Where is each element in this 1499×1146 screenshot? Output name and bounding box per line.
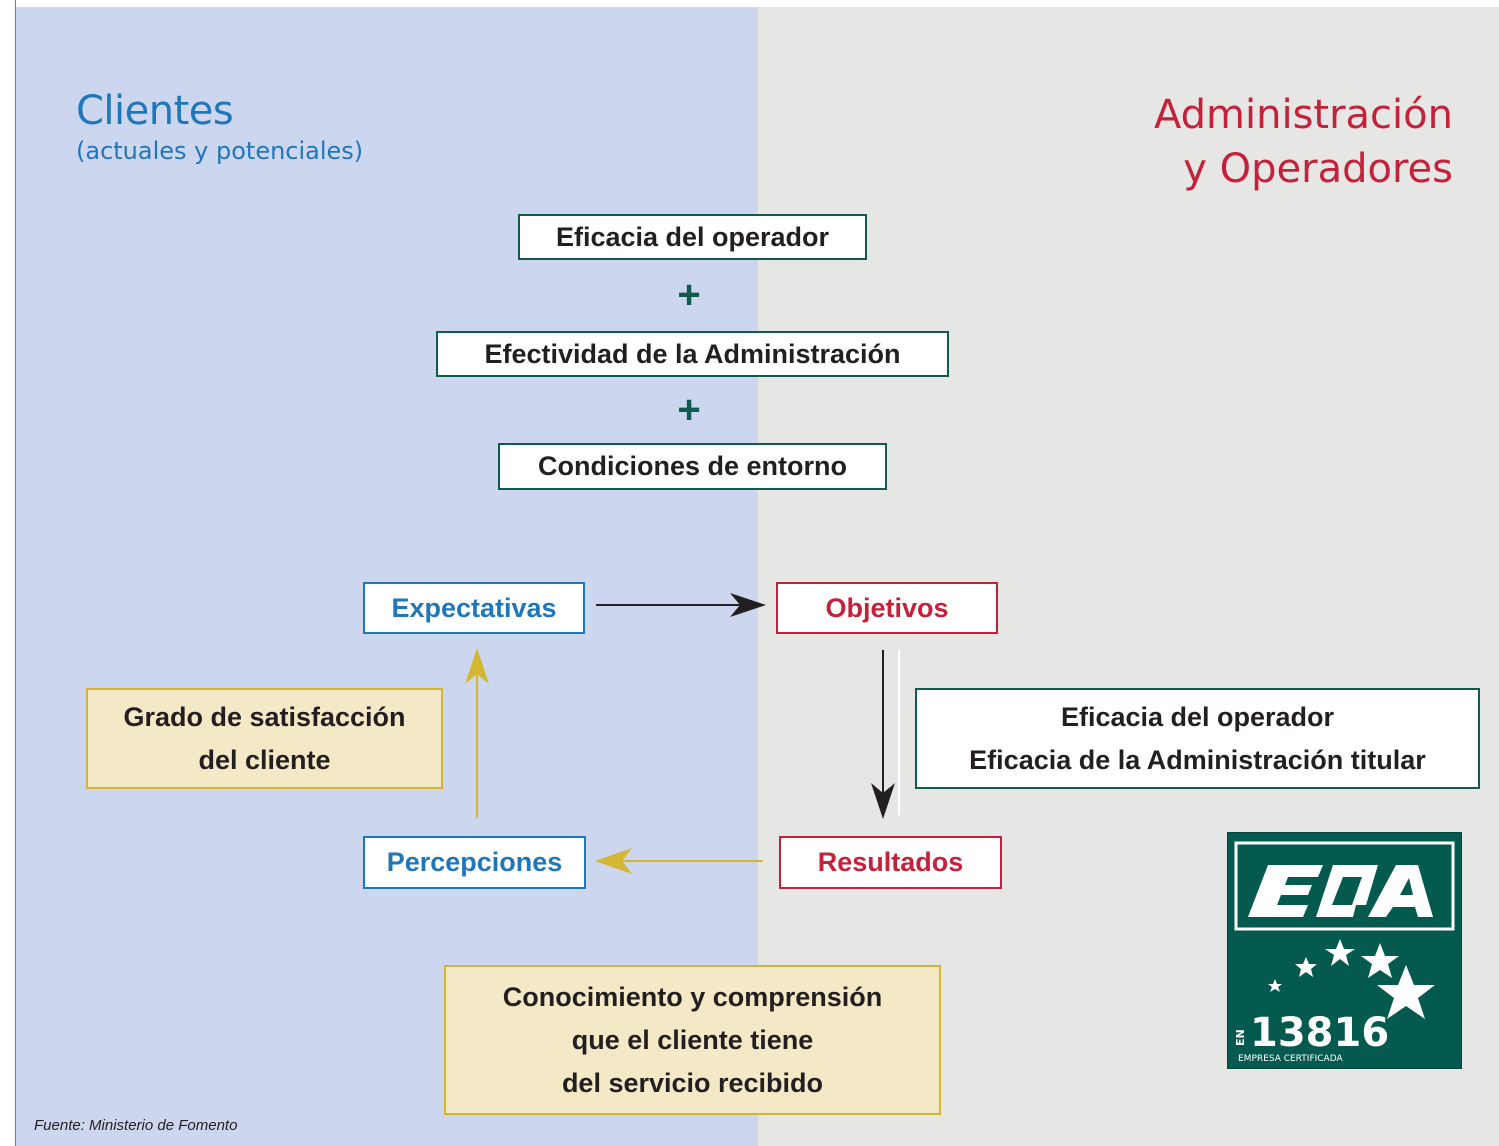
- arrow-objectives-to-results: [871, 650, 900, 819]
- efficacy-line1: Eficacia del operador: [1060, 701, 1335, 732]
- eqa-caption: EMPRESA CERTIFICADA: [1238, 1054, 1343, 1064]
- knowledge-line1: Conocimiento y comprensión: [502, 981, 883, 1012]
- clients-subtitle: (actuales y potenciales): [76, 137, 364, 165]
- eqa-certification-logo: EN 13816 EMPRESA CERTIFICADA: [1227, 832, 1462, 1069]
- eqa-prefix: EN: [1234, 1029, 1247, 1046]
- eqa-logo-graphic: EN 13816 EMPRESA CERTIFICADA: [1234, 841, 1455, 1064]
- arrow-results-to-perceptions: [595, 848, 763, 874]
- frame-top-border: [16, 0, 1499, 7]
- admin-title-line1: Administración: [1153, 92, 1453, 138]
- satisfaction-line2: del cliente: [198, 744, 331, 775]
- knowledge-line3: del servicio recibido: [561, 1067, 824, 1098]
- eqa-brand-letters: [1248, 865, 1433, 917]
- perceptions-box: Percepciones: [363, 836, 586, 889]
- admin-title-line2: y Operadores: [1183, 146, 1453, 192]
- component-operator-efficacy: Eficacia del operador: [518, 214, 867, 260]
- clients-panel: [16, 7, 758, 1146]
- plus-sign-2: +: [677, 388, 701, 432]
- frame-left-line: [15, 0, 16, 1146]
- clients-title: Clientes: [76, 88, 234, 134]
- results-box: Resultados: [779, 836, 1002, 889]
- frame-left-border: [0, 0, 16, 1146]
- arrow-expectations-to-objectives: [596, 593, 766, 617]
- efficacy-line2: Eficacia de la Administración titular: [969, 744, 1426, 775]
- admin-title: Administración y Operadores: [1154, 88, 1453, 196]
- expectations-box: Expectativas: [363, 582, 585, 634]
- source-note: Fuente: Ministerio de Fomento: [34, 1117, 238, 1134]
- plus-sign-1: +: [677, 273, 701, 317]
- component-admin-effectiveness: Efectividad de la Administración: [436, 331, 949, 377]
- satisfaction-line1: Grado de satisfacción: [123, 701, 406, 732]
- knowledge-box: Conocimiento y comprensión que el client…: [444, 965, 941, 1115]
- efficacy-box: Eficacia del operador Eficacia de la Adm…: [915, 688, 1480, 789]
- satisfaction-box: Grado de satisfacción del cliente: [86, 688, 443, 789]
- component-environment-conditions: Condiciones de entorno: [498, 443, 887, 490]
- eqa-stars: [1268, 939, 1435, 1019]
- objectives-box: Objetivos: [776, 582, 998, 634]
- arrow-perceptions-to-expectations: [465, 648, 489, 818]
- knowledge-line2: que el cliente tiene: [571, 1024, 814, 1055]
- eqa-number: 13816: [1250, 1010, 1389, 1056]
- eqa-logo-frame: [1234, 841, 1455, 931]
